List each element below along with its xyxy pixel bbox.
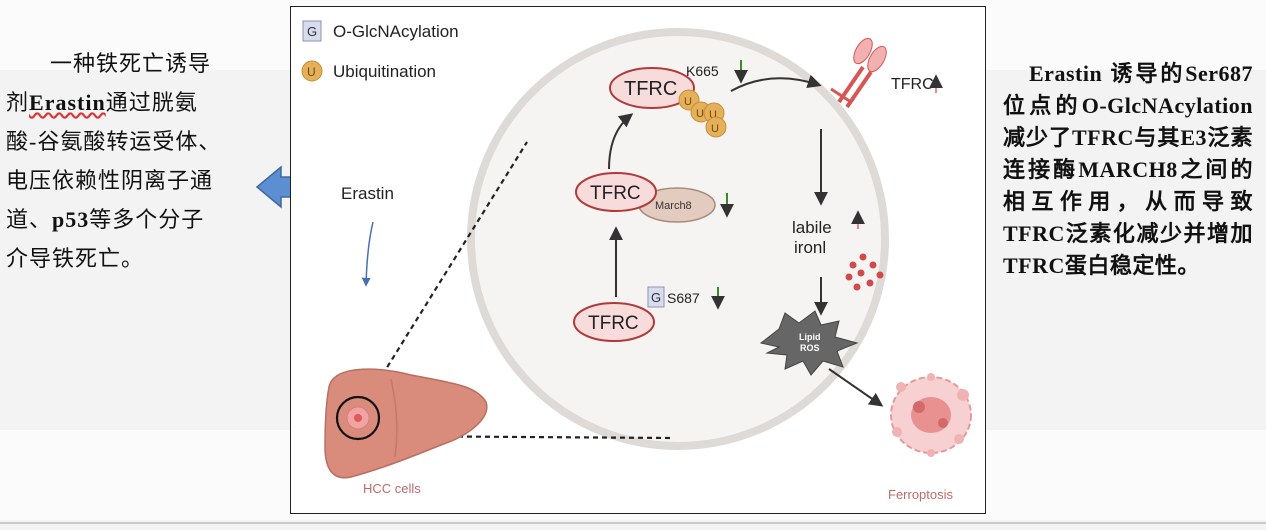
tfrc-mid-label: TFRC (590, 183, 641, 204)
legend-g-symbol: G (307, 24, 317, 39)
g-tag-box (647, 286, 665, 308)
left-line-2-erastin: Erastin (29, 90, 106, 115)
legend-g-label: O-GlcNAcylation (333, 22, 459, 41)
march8-label: March8 (655, 200, 692, 212)
mechanism-diagram: G O-GlcNAcylation U Ubiquitination Erast… (301, 20, 972, 502)
tfrc-top-label: TFRC (624, 78, 677, 100)
right-description-text: Erastin 诱导的Ser687 位点的O-GlcNAcylation减少了T… (1003, 61, 1253, 278)
lipid-ros-label-1: Lipid (799, 332, 821, 342)
left-line-4: 电压依赖性阴离子通 (6, 168, 214, 193)
tumor-center (354, 414, 362, 422)
ubiquitin-3-label: U (709, 109, 717, 121)
tfrc-membrane-label: TFRC (891, 76, 934, 93)
tfrc-top (609, 67, 695, 109)
ubiquitin-4 (705, 116, 727, 138)
lipid-ros-burst (759, 310, 859, 376)
lipid-ros-label-2: ROS (800, 343, 820, 353)
bottom-divider (0, 522, 1266, 524)
ubiquitin-1-label: U (684, 96, 692, 108)
legend-g-box (302, 20, 322, 42)
tfrc-bottom (573, 302, 655, 342)
arrow-to-ferroptosis (828, 368, 884, 407)
hcc-label: HCC cells (363, 481, 421, 496)
erastin-arrow (361, 221, 374, 287)
left-line-5-prefix: 道、 (6, 207, 53, 232)
liver-lobe-line (390, 378, 398, 458)
k665-label: K665 (686, 63, 719, 79)
left-line-5-p53: p53 (52, 207, 90, 232)
ubiquitin-4-label: U (711, 123, 719, 135)
iron-dots-icon (845, 253, 884, 291)
legend-u-label: Ubiquitination (333, 62, 436, 81)
left-line-6: 介导铁死亡。 (6, 246, 145, 271)
left-line-2-prefix: 剂 (6, 90, 30, 115)
tfrc-mid (575, 172, 657, 212)
left-line-5-rest: 等多个分子 (89, 207, 205, 232)
labile-iron-label-2: ironl (794, 238, 826, 257)
tumor-circle (335, 395, 381, 441)
liver-shape (324, 368, 488, 479)
labile-iron-label-1: labile (792, 218, 832, 237)
s687-label: S687 (667, 290, 700, 306)
arrow-mid-to-top (608, 113, 634, 170)
left-line-3: 酸-谷氨酸转运受体、 (6, 129, 222, 154)
membrane-receptor-icon (830, 37, 887, 109)
g-tag-label: G (651, 290, 661, 305)
tfrc-bottom-label: TFRC (588, 313, 639, 334)
left-description: 一种铁死亡诱导 剂Erastin通过胱氨 酸-谷氨酸转运受体、 电压依赖性阴离子… (6, 44, 268, 278)
zoom-line-top (372, 141, 528, 391)
mechanism-figure: G O-GlcNAcylation U Ubiquitination Erast… (290, 6, 986, 514)
ferroptosis-cell-icon (890, 373, 972, 457)
legend-u-circle (301, 60, 323, 82)
erastin-label: Erastin (341, 184, 394, 203)
arrow-top-to-membrane (730, 74, 822, 92)
left-line-2-rest: 通过胱氨 (105, 90, 198, 115)
legend-u-symbol: U (307, 65, 316, 79)
ubiquitin-2-label: U (696, 108, 704, 120)
left-line-1: 一种铁死亡诱导 (50, 51, 212, 76)
ferroptosis-label: Ferroptosis (888, 487, 954, 502)
right-description: Erastin 诱导的Ser687 位点的O-GlcNAcylation减少了T… (1003, 58, 1253, 282)
